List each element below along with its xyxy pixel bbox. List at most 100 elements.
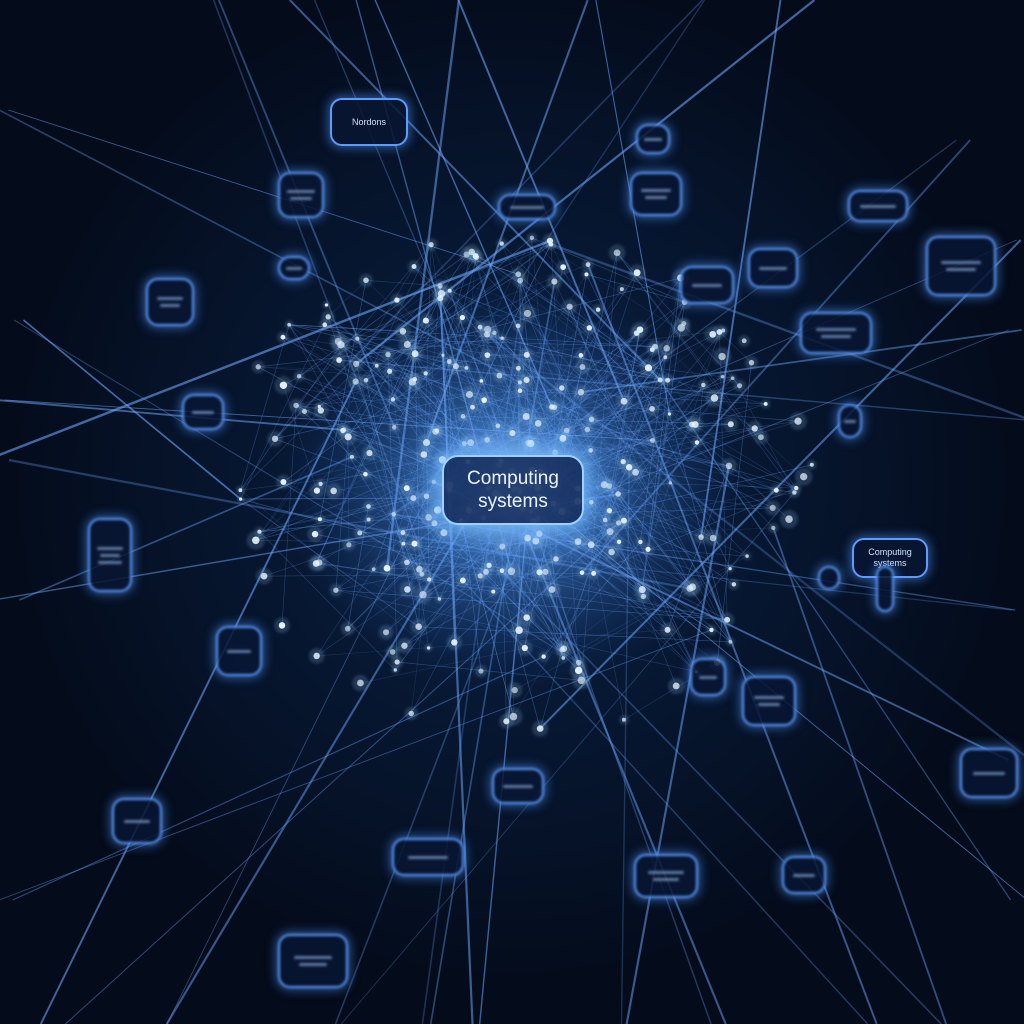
ray-edge: [659, 379, 1012, 901]
network-node: [419, 571, 425, 577]
network-node: [287, 322, 291, 327]
mesh-edge: [351, 443, 531, 458]
mesh-edge: [337, 341, 462, 521]
peripheral-tag: [818, 566, 840, 590]
network-node: [608, 548, 615, 556]
peripheral-tag: [926, 236, 996, 296]
mesh-edge: [442, 251, 473, 356]
peripheral-tag: [146, 278, 194, 326]
network-node: [511, 686, 518, 694]
network-node: [584, 426, 591, 433]
network-node: [451, 639, 458, 646]
mesh-edge: [259, 376, 723, 533]
network-node: [492, 330, 497, 336]
mesh-edge: [255, 361, 450, 541]
network-node: [515, 323, 521, 329]
ray-edge: [4, 399, 653, 441]
network-node: [523, 351, 530, 358]
mesh-edge: [659, 277, 682, 381]
ray-edge: [165, 464, 501, 1024]
mesh-edge: [283, 290, 450, 386]
mesh-edge: [528, 346, 656, 444]
network-node: [579, 570, 585, 575]
mesh-edge: [580, 252, 618, 681]
mesh-edge: [589, 327, 653, 441]
network-node: [427, 577, 432, 582]
mesh-edge: [538, 330, 724, 424]
mesh-edge: [487, 329, 503, 571]
network-node: [355, 336, 360, 341]
network-node: [632, 468, 639, 476]
mesh-edge: [467, 332, 637, 462]
network-node: [527, 439, 535, 448]
mesh-edge: [616, 252, 795, 493]
mesh-edge: [289, 324, 467, 369]
network-node: [688, 583, 697, 591]
mesh-edge: [359, 532, 464, 581]
network-node: [523, 377, 530, 384]
mesh-edge: [426, 285, 441, 443]
ray-edge: [355, 0, 816, 365]
network-node: [499, 543, 506, 550]
network-node: [649, 406, 655, 412]
network-node: [404, 586, 411, 593]
network-node: [638, 539, 643, 545]
network-node: [433, 506, 442, 514]
network-node: [301, 408, 307, 414]
network-node: [383, 564, 391, 572]
mesh-edge: [471, 251, 696, 425]
network-node: [394, 659, 400, 665]
peripheral-tag: [88, 518, 132, 592]
peripheral-tag: [800, 312, 872, 354]
center-label-line1: Computing: [467, 468, 559, 489]
mesh-edge: [492, 267, 564, 592]
network-node: [663, 345, 670, 352]
network-node: [773, 487, 779, 493]
network-node: [523, 309, 532, 317]
network-node: [280, 334, 286, 340]
network-node: [419, 590, 427, 599]
network-node: [657, 377, 663, 383]
mesh-edge: [462, 416, 630, 468]
ray-edge: [0, 399, 344, 431]
network-node: [551, 278, 558, 285]
network-node: [546, 237, 554, 245]
ray-edge: [12, 656, 544, 901]
network-node: [515, 271, 522, 278]
network-node: [278, 622, 286, 629]
mesh-edge: [340, 344, 527, 417]
network-node: [578, 353, 584, 358]
peripheral-tag: [838, 404, 862, 438]
network-node: [251, 536, 260, 545]
network-node: [606, 528, 614, 536]
network-node: [465, 391, 473, 399]
network-node: [620, 397, 628, 405]
mesh-edge: [669, 413, 731, 642]
peripheral-tag: [630, 172, 682, 216]
mesh-edge: [320, 483, 693, 588]
mesh-edge: [319, 285, 441, 407]
network-node: [724, 616, 731, 623]
network-node: [374, 363, 379, 368]
ray-edge: [289, 0, 661, 381]
mesh-edge: [283, 385, 318, 491]
mesh-edge: [487, 354, 697, 672]
mesh-edge: [471, 251, 668, 381]
network-node: [579, 363, 586, 370]
network-node: [698, 534, 704, 540]
network-node: [621, 717, 626, 722]
ray-edge: [625, 465, 731, 1024]
mesh-edge: [396, 243, 552, 301]
peripheral-tag: [680, 266, 734, 304]
mesh-edge: [289, 324, 403, 332]
network-node: [425, 514, 432, 521]
network-node: [584, 272, 589, 277]
center-label-line2: systems: [478, 491, 548, 512]
network-node: [748, 359, 755, 366]
mesh-edge: [561, 387, 625, 720]
network-node: [313, 487, 321, 494]
ray-edge: [0, 239, 551, 456]
network-node: [484, 437, 491, 443]
network-node: [561, 656, 566, 660]
mesh-edge: [315, 293, 442, 564]
